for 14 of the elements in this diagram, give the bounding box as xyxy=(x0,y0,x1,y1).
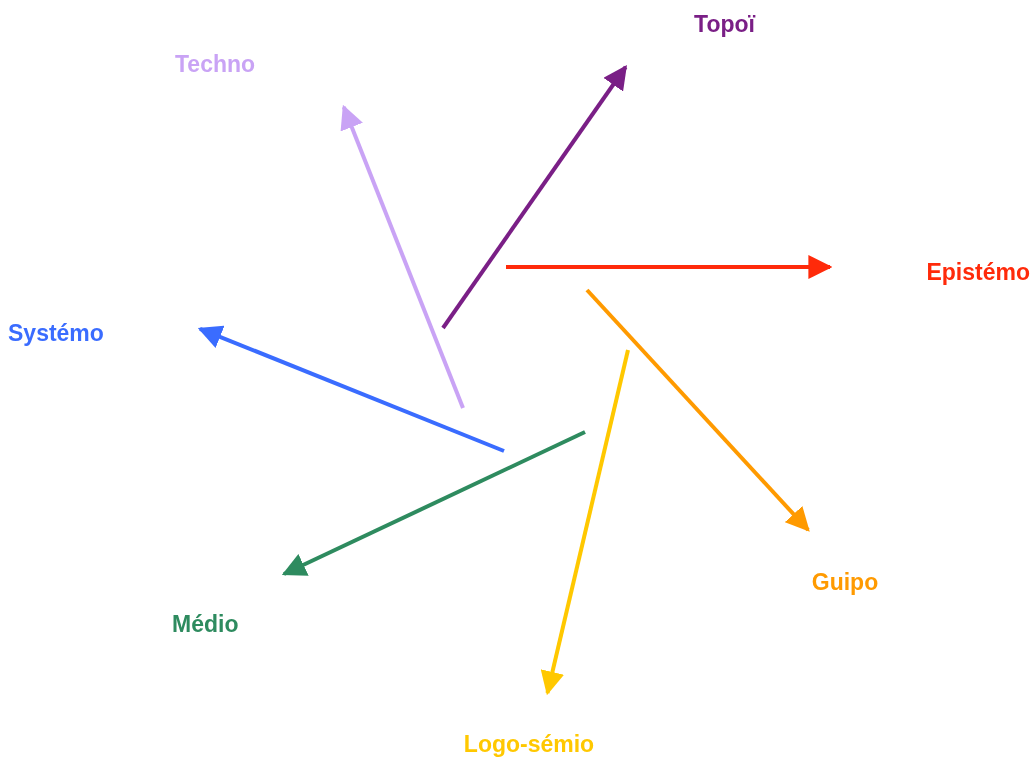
axis-label: Médio xyxy=(172,611,239,637)
arrow xyxy=(197,325,505,453)
arrow xyxy=(281,430,586,576)
axis-label: Epistémo xyxy=(926,259,1030,286)
arrow xyxy=(585,288,810,532)
axis-label: Techno xyxy=(175,52,256,78)
axis-label: Guipo xyxy=(811,569,879,595)
axis-label: Logo-sémio xyxy=(463,731,595,757)
arrow xyxy=(540,349,630,696)
arrow xyxy=(506,255,833,279)
axis-label: Topoï xyxy=(694,12,755,38)
axis-label: Systémo xyxy=(8,321,104,347)
arrow xyxy=(340,104,465,409)
arrow xyxy=(441,65,628,330)
